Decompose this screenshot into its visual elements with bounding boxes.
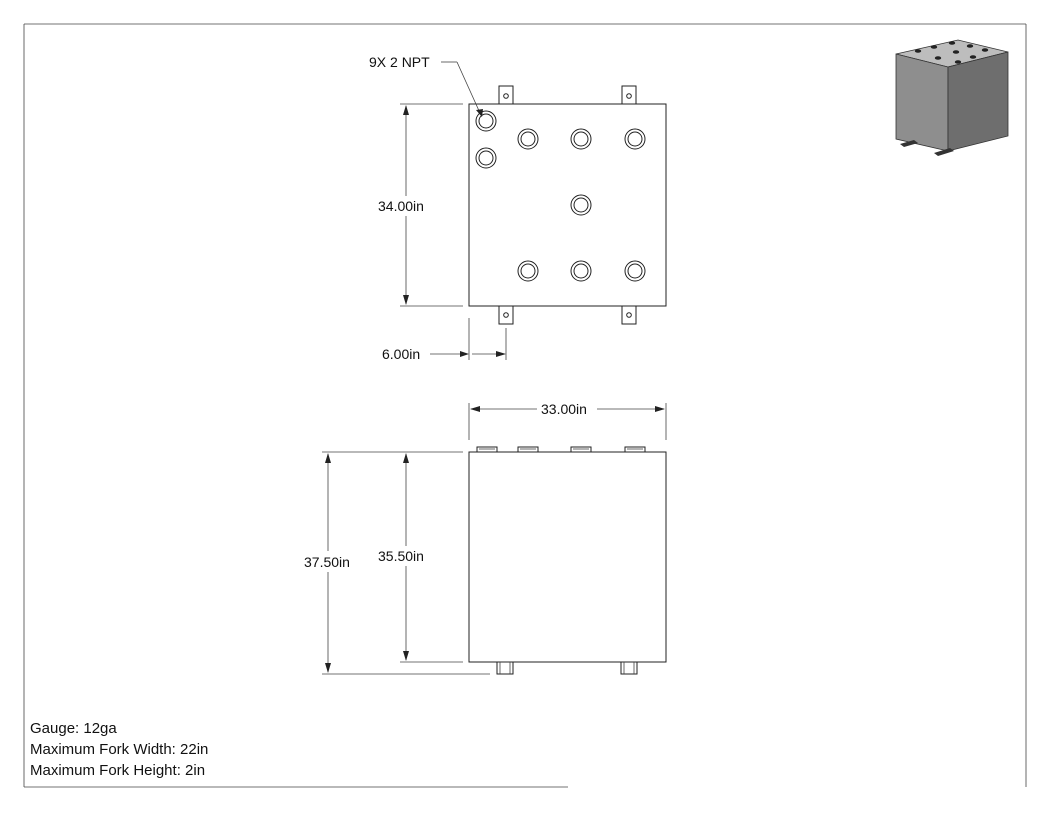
callout-leader (441, 61, 483, 117)
npt-fitting (624, 260, 646, 282)
callout-label: 9X 2 NPT (369, 54, 430, 70)
front-fitting-stub (570, 446, 592, 452)
note-fork-height: Maximum Fork Height: 2in (30, 762, 206, 779)
dimension-offset-label: 6.00in (382, 346, 420, 362)
front-view-body (468, 451, 667, 663)
top-view-body (468, 103, 667, 307)
front-fitting-stub (476, 446, 498, 452)
dimension-body-height (400, 451, 463, 663)
dimension-offset (430, 318, 507, 360)
drawing-notes: Gauge: 12ga Maximum Fork Width: 22in Max… (30, 718, 208, 781)
dimension-body-height-label: 35.50in (378, 548, 424, 564)
top-view-tab (498, 306, 514, 325)
top-view-tab (498, 85, 514, 104)
dimension-overall-height (322, 451, 490, 675)
dimension-overall-height-label: 37.50in (304, 554, 350, 570)
note-fork-width: Maximum Fork Width: 22in (30, 741, 209, 758)
npt-fitting (570, 194, 592, 216)
front-view-foot (496, 662, 514, 675)
npt-fitting (517, 128, 539, 150)
npt-fitting (475, 147, 497, 169)
front-view: 33.00in 35.50in 37.50in (304, 401, 667, 675)
npt-fitting (517, 260, 539, 282)
sheet-border (23, 23, 1027, 788)
npt-fitting (570, 260, 592, 282)
note-gauge: Gauge: 12ga (30, 720, 117, 737)
npt-fitting (475, 110, 497, 132)
top-view-tab (621, 85, 637, 104)
isometric-preview (895, 39, 1009, 156)
dimension-height-top (400, 103, 463, 307)
top-view: 9X 2 NPT 34.00in 6.00in (369, 54, 667, 362)
npt-fitting (624, 128, 646, 150)
dimension-width-label: 33.00in (541, 401, 587, 417)
front-fitting-stub (517, 446, 539, 452)
front-view-foot (620, 662, 638, 675)
top-view-tab (621, 306, 637, 325)
dimension-width (468, 403, 667, 440)
dimension-height-top-label: 34.00in (378, 198, 424, 214)
npt-fitting (570, 128, 592, 150)
front-fitting-stub (624, 446, 646, 452)
